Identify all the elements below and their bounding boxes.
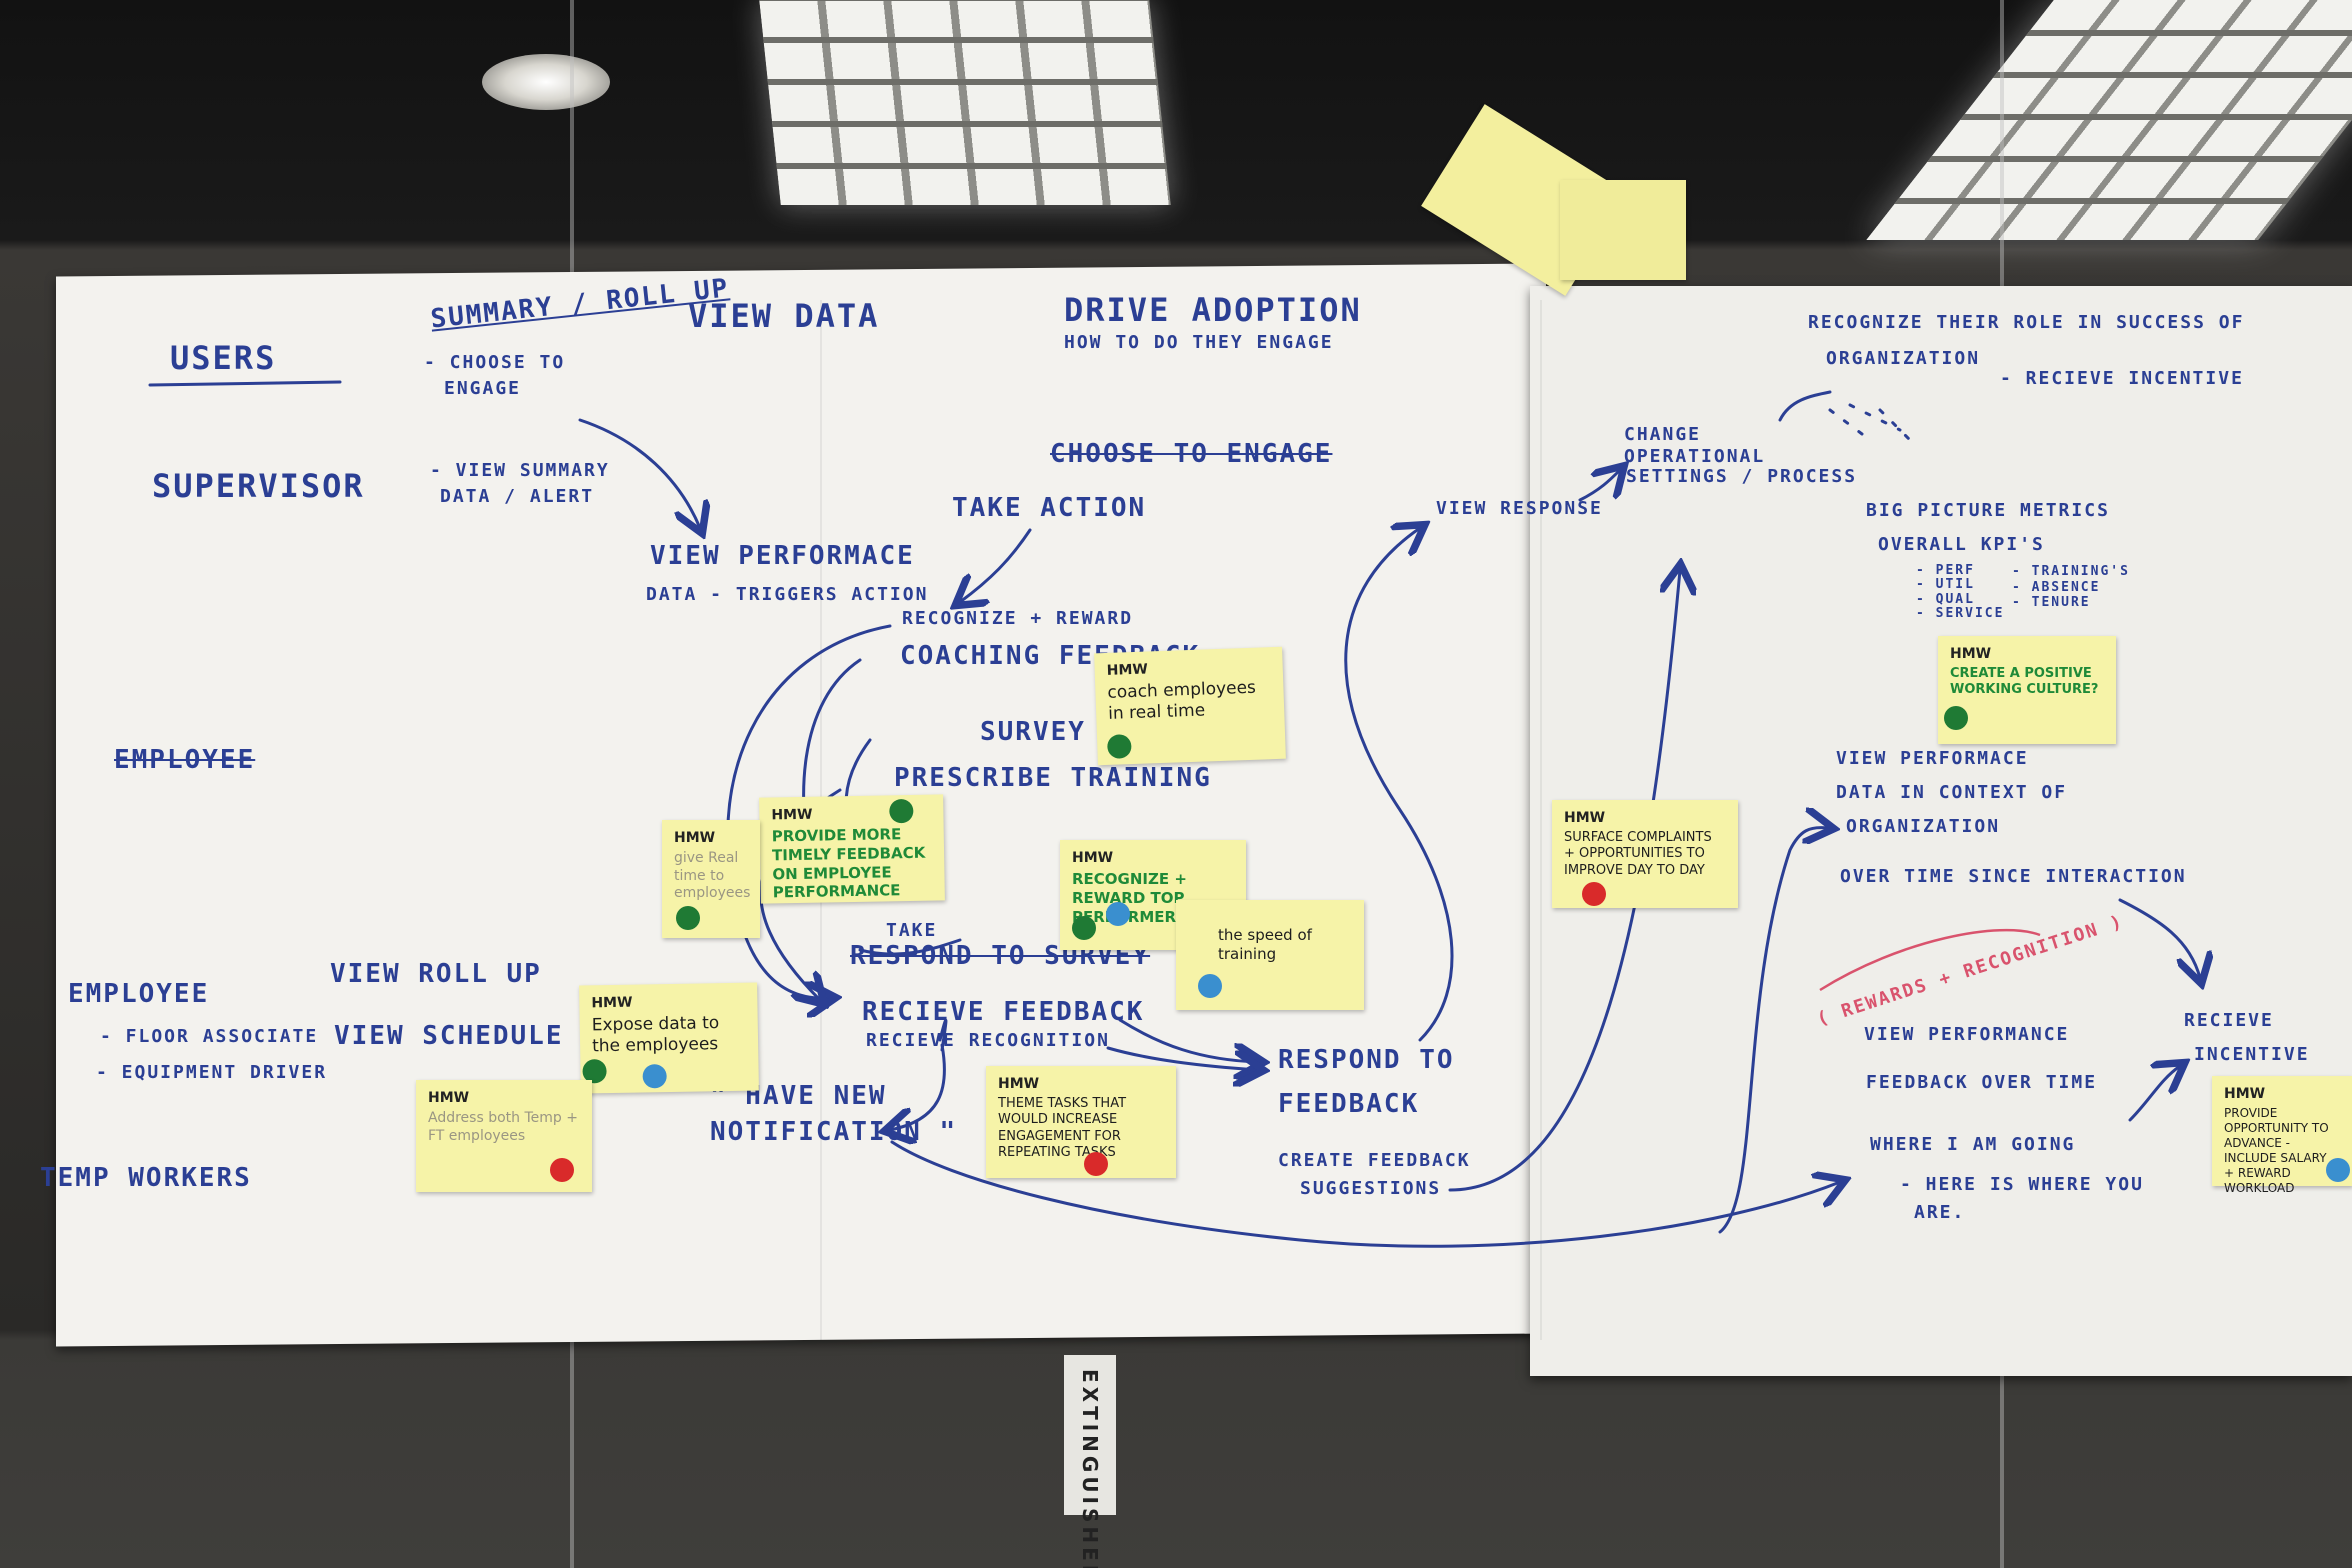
arrow (890, 1140, 1840, 1248)
text-view-performace: VIEW PERFORMACE (650, 541, 915, 571)
text-choose-2: ENGAGE (444, 378, 522, 399)
arrow (858, 938, 962, 956)
text-view-performance-feedback: VIEW PERFORMANCE (1864, 1024, 2070, 1045)
text-feedback: FEEDBACK (1278, 1089, 1420, 1119)
row-floor-associate: - FLOOR ASSOCIATE (100, 1026, 319, 1047)
sticky-note: HMW Create a positive working culture? (1938, 636, 2116, 744)
text-choose-to-engage-crossed: CHOOSE TO ENGAGE (1050, 439, 1333, 469)
text-recieve-feedback: RECIEVE FEEDBACK (862, 997, 1145, 1027)
text-data-in-context: DATA IN CONTEXT OF (1836, 782, 2068, 803)
receive-incentive-top: - RECIEVE INCENTIVE (2000, 368, 2244, 389)
text-over-time: OVER TIME SINCE INTERACTION (1840, 866, 2187, 887)
text-recognize-reward: RECOGNIZE + REWARD (902, 608, 1134, 629)
text-where-going: WHERE I AM GOING (1870, 1134, 2076, 1155)
arrow (578, 418, 700, 528)
text-view-roll-up: VIEW ROLL UP (330, 959, 542, 989)
text-survey: SURVEY (980, 717, 1086, 747)
text-change-3: SETTINGS / PROCESS (1626, 466, 1858, 487)
text-incentive: INCENTIVE (2194, 1044, 2310, 1065)
sticky-note: the speed of training (1176, 900, 1364, 1010)
text-choose-3: - VIEW SUMMARY (430, 460, 610, 481)
text-respond-to: RESPOND TO (1278, 1045, 1455, 1075)
row-employee-crossed: EMPLOYEE (114, 745, 256, 775)
arrow (2118, 898, 2200, 978)
text-feedback-over-time: FEEDBACK OVER TIME (1866, 1072, 2098, 1093)
text-prescribe-training: PRESCRIBE TRAINING (894, 763, 1212, 793)
pink-bracket (1819, 928, 2041, 992)
text-change-2: OPERATIONAL (1624, 446, 1766, 467)
loose-sticky-note (1560, 180, 1686, 280)
header-recognize-role: RECOGNIZE THEIR ROLE IN SUCCESS OF (1808, 312, 2245, 333)
sticky-note: HMW Expose data to the employees (579, 982, 759, 1094)
vote-dot (1084, 1152, 1108, 1176)
sticky-note: HMW coach employees in real time (1094, 646, 1286, 766)
sticky-note: HMW give Real time to employees (662, 820, 760, 938)
text-take: TAKE (886, 920, 938, 941)
text-take-action: TAKE ACTION (952, 493, 1147, 523)
header-drive-sub: HOW TO DO THEY ENGAGE (1064, 332, 1334, 353)
row-supervisor: SUPERVISOR (152, 467, 365, 505)
sticky-note: HMW Provide opportunity to advance - inc… (2212, 1076, 2352, 1195)
header-view-data: VIEW DATA (688, 297, 880, 335)
paper-seam (1540, 300, 1542, 1340)
underline (148, 380, 342, 387)
arrow (1718, 828, 1828, 1234)
text-triggers-action: DATA - TRIGGERS ACTION (646, 584, 929, 605)
ceiling-lamp (482, 54, 610, 110)
dotted-rays (1828, 403, 1912, 442)
text-recieve-recognition: RECIEVE RECOGNITION (866, 1030, 1110, 1051)
text-big-picture: BIG PICTURE METRICS (1866, 500, 2110, 521)
sticky-note: HMW Recognize + reward top performers? (1060, 840, 1246, 950)
arrow (1344, 528, 1454, 1042)
sticky-note: HMW Surface complaints + opportunities t… (1552, 800, 1738, 908)
text-recieve: RECIEVE (2184, 1010, 2274, 1031)
arrow (1578, 470, 1620, 502)
vote-dot (1106, 902, 1130, 926)
sticky-note: HMW Theme tasks that would increase enga… (986, 1066, 1176, 1178)
text-suggestions: SUGGESTIONS (1300, 1178, 1442, 1199)
text-choose-1: - CHOOSE TO (424, 352, 566, 373)
vote-dot (642, 1064, 667, 1089)
header-recognize-role-2: ORGANIZATION (1826, 348, 1981, 369)
header-drive-adoption: DRIVE ADOPTION (1064, 291, 1362, 329)
sticky-note: HMW Address both Temp + FT employees (416, 1080, 592, 1192)
text-metrics-left: - PERF - UTIL - QUAL - SERVICE (1916, 563, 2005, 621)
arrow (1778, 390, 1832, 422)
row-employee: EMPLOYEE (68, 979, 210, 1009)
text-change-1: CHANGE (1624, 424, 1702, 445)
vote-dot (1944, 706, 1968, 730)
arrow (960, 528, 1032, 602)
vote-dot (550, 1158, 574, 1182)
row-equipment-driver: - EQUIPMENT DRIVER (96, 1062, 328, 1083)
vote-dot (676, 906, 700, 930)
text-view-performace-right: VIEW PERFORMACE (1836, 748, 2029, 769)
vote-dot (2326, 1158, 2350, 1182)
arrow (890, 1018, 948, 1130)
vote-dot (1582, 882, 1606, 906)
arrow (2128, 1066, 2180, 1122)
text-view-response: VIEW RESPONSE (1436, 498, 1603, 519)
arrow (1106, 1046, 1258, 1070)
text-metrics-right: - TRAINING'S - ABSENCE - TENURE (2012, 564, 2130, 611)
text-organization: ORGANIZATION (1846, 816, 2001, 837)
vote-dot (1072, 916, 1096, 940)
text-are: ARE. (1914, 1202, 1966, 1223)
text-choose-4: DATA / ALERT (440, 486, 595, 507)
text-create-feedback: CREATE FEEDBACK (1278, 1150, 1471, 1171)
fire-extinguisher-sign: EXTINGUISHER (1064, 1355, 1116, 1568)
text-here-is-where: - HERE IS WHERE YOU (1900, 1174, 2144, 1195)
vote-dot (1106, 734, 1132, 759)
row-temp-workers: TEMP WORKERS (40, 1163, 252, 1193)
text-view-schedule: VIEW SCHEDULE (334, 1021, 564, 1051)
sticky-note: HMW Provide more timely feedback on empl… (759, 794, 945, 904)
arrow (1448, 570, 1680, 1192)
text-overall-kpis: OVERALL KPI'S (1878, 534, 2045, 555)
vote-dot (1198, 974, 1222, 998)
header-users: USERS (170, 339, 277, 377)
text-notification: NOTIFICATION " (710, 1117, 958, 1147)
